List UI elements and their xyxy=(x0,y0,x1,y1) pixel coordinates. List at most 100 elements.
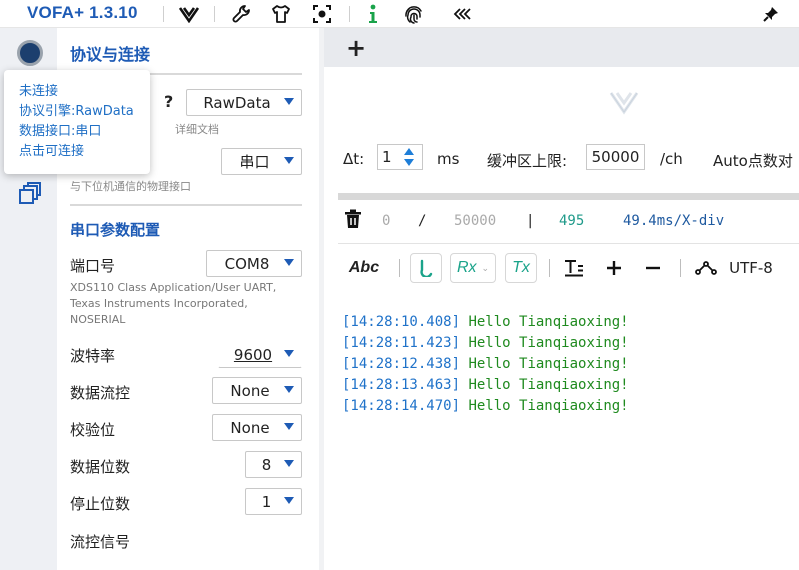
log-line: [14:28:12.438] Hello Tianqiaoxing! xyxy=(342,354,629,375)
flow-control-select[interactable]: None xyxy=(212,377,302,404)
encoding-select[interactable]: UTF-8 xyxy=(729,259,773,277)
text-format-icon[interactable] xyxy=(562,253,586,283)
stop-bits-select[interactable]: 1 xyxy=(245,488,302,515)
receive-log[interactable]: [14:28:10.408] Hello Tianqiaoxing![14:28… xyxy=(342,312,629,417)
divider xyxy=(549,259,550,277)
spin-down-icon[interactable] xyxy=(404,159,414,166)
stop-bits-label: 停止位数 xyxy=(70,495,131,513)
log-line: [14:28:11.423] Hello Tianqiaoxing! xyxy=(342,333,629,354)
chevron-down-icon: ⌄ xyxy=(481,262,490,273)
abc-toggle[interactable]: Abc xyxy=(348,259,380,276)
divider xyxy=(70,73,302,75)
copy-windows-icon[interactable] xyxy=(18,181,42,209)
divider xyxy=(338,243,799,244)
log-timestamp: [14:28:14.470] xyxy=(342,398,461,414)
divider xyxy=(399,259,400,277)
pin-icon[interactable] xyxy=(760,3,782,25)
flow-signal-label: 流控信号 xyxy=(70,533,131,551)
stats-max: 50000 xyxy=(454,213,497,229)
log-timestamp: [14:28:12.438] xyxy=(342,356,461,372)
parity-label: 校验位 xyxy=(70,421,116,439)
double-chevron-left-icon[interactable] xyxy=(452,3,474,25)
log-message: Hello Tianqiaoxing! xyxy=(468,377,629,393)
buffer-input[interactable]: 50000 xyxy=(586,144,645,170)
divider xyxy=(163,6,164,22)
chevron-down-icon xyxy=(284,259,294,266)
divider xyxy=(70,204,302,206)
log-message: Hello Tianqiaoxing! xyxy=(468,314,629,330)
trash-icon[interactable] xyxy=(344,209,362,233)
capture-icon[interactable] xyxy=(311,3,333,25)
rx-toggle[interactable]: Rx ⌄ xyxy=(450,253,496,283)
dt-label: Δt: xyxy=(343,150,365,168)
dt-unit: ms xyxy=(437,150,460,168)
tx-toggle[interactable]: Tx xyxy=(505,253,537,283)
log-line: [14:28:14.470] Hello Tianqiaoxing! xyxy=(342,396,629,417)
tooltip-protocol: 协议引擎:RawData xyxy=(19,104,134,119)
divider xyxy=(214,6,215,22)
log-line: [14:28:13.463] Hello Tianqiaoxing! xyxy=(342,375,629,396)
timestamp-icon[interactable] xyxy=(410,253,442,283)
stats-slash: / xyxy=(418,213,427,229)
port-select[interactable]: COM8 xyxy=(206,250,302,277)
receive-toolbar: Abc Rx ⌄ Tx UTF-8 xyxy=(324,250,799,286)
log-message: Hello Tianqiaoxing! xyxy=(468,335,629,351)
divider xyxy=(349,6,350,22)
stats-rate: 49.4ms/X-div xyxy=(623,213,725,229)
protocol-hint[interactable]: 详细文档 xyxy=(175,123,219,136)
panel-title: 协议与连接 xyxy=(70,45,151,64)
parity-select[interactable]: None xyxy=(212,414,302,441)
data-bits-label: 数据位数 xyxy=(70,458,131,476)
chevron-down-icon xyxy=(284,157,294,164)
port-hint: XDS110 Class Application/User UART, Texa… xyxy=(70,281,277,326)
minus-icon[interactable] xyxy=(642,253,664,283)
shirt-icon[interactable] xyxy=(270,3,292,25)
protocol-help[interactable]: ? xyxy=(164,92,174,111)
interface-hint: 与下位机通信的物理接口 xyxy=(70,180,191,193)
chevron-down-icon xyxy=(284,460,294,467)
log-timestamp: [14:28:11.423] xyxy=(342,335,461,351)
dt-input[interactable]: 1 xyxy=(377,144,423,170)
vofa-watermark-icon xyxy=(608,85,640,119)
fingerprint-icon[interactable] xyxy=(403,3,425,25)
settings-panel: 协议与连接 ? RawData 详细文档 串口 与下位机通信的物理接口 串口参数… xyxy=(57,28,319,570)
panel-divider[interactable] xyxy=(319,28,324,570)
flow-control-label: 数据流控 xyxy=(70,384,131,402)
connection-status-button[interactable] xyxy=(17,40,43,66)
node-link-icon[interactable] xyxy=(694,253,718,283)
buffer-label: 缓冲区上限: xyxy=(487,152,568,170)
stats-current: 0 xyxy=(382,213,391,229)
stats-row: 0 / 50000 | 495 49.4ms/X-div xyxy=(324,208,799,236)
protocol-select[interactable]: RawData xyxy=(186,89,302,116)
log-timestamp: [14:28:13.463] xyxy=(342,377,461,393)
app-title: VOFA+ 1.3.10 xyxy=(27,3,138,22)
data-bits-select[interactable]: 8 xyxy=(245,451,302,478)
horizontal-scrollbar[interactable] xyxy=(338,193,799,200)
chevron-down-icon xyxy=(284,350,294,357)
vofa-logo-icon[interactable] xyxy=(178,3,200,25)
baud-select[interactable]: 9600 xyxy=(218,341,302,368)
serial-section-title: 串口参数配置 xyxy=(70,221,161,239)
stats-count: 495 xyxy=(559,213,585,229)
wrench-icon[interactable] xyxy=(230,3,252,25)
buffer-unit: /ch xyxy=(660,150,683,168)
log-message: Hello Tianqiaoxing! xyxy=(468,356,629,372)
title-bar: VOFA+ 1.3.10 xyxy=(0,0,799,28)
chevron-down-icon xyxy=(284,386,294,393)
plus-icon[interactable] xyxy=(603,253,625,283)
tab-bar: + xyxy=(324,28,799,67)
add-tab-button[interactable]: + xyxy=(346,34,367,62)
info-icon[interactable] xyxy=(362,3,384,25)
chevron-down-icon xyxy=(284,423,294,430)
interface-select[interactable]: 串口 xyxy=(221,148,302,175)
log-timestamp: [14:28:10.408] xyxy=(342,314,461,330)
spin-up-icon[interactable] xyxy=(404,148,414,155)
stats-separator: | xyxy=(526,213,535,229)
controls-row: Δt: 1 ms 缓冲区上限: 50000 /ch Auto点数对 xyxy=(324,144,799,174)
connection-tooltip: 未连接 协议引擎:RawData 数据接口:串口 点击可连接 xyxy=(4,70,150,174)
tooltip-status: 未连接 xyxy=(19,84,59,99)
baud-label: 波特率 xyxy=(70,347,116,365)
port-label: 端口号 xyxy=(70,257,116,275)
divider xyxy=(680,259,681,277)
chevron-down-icon xyxy=(284,98,294,105)
